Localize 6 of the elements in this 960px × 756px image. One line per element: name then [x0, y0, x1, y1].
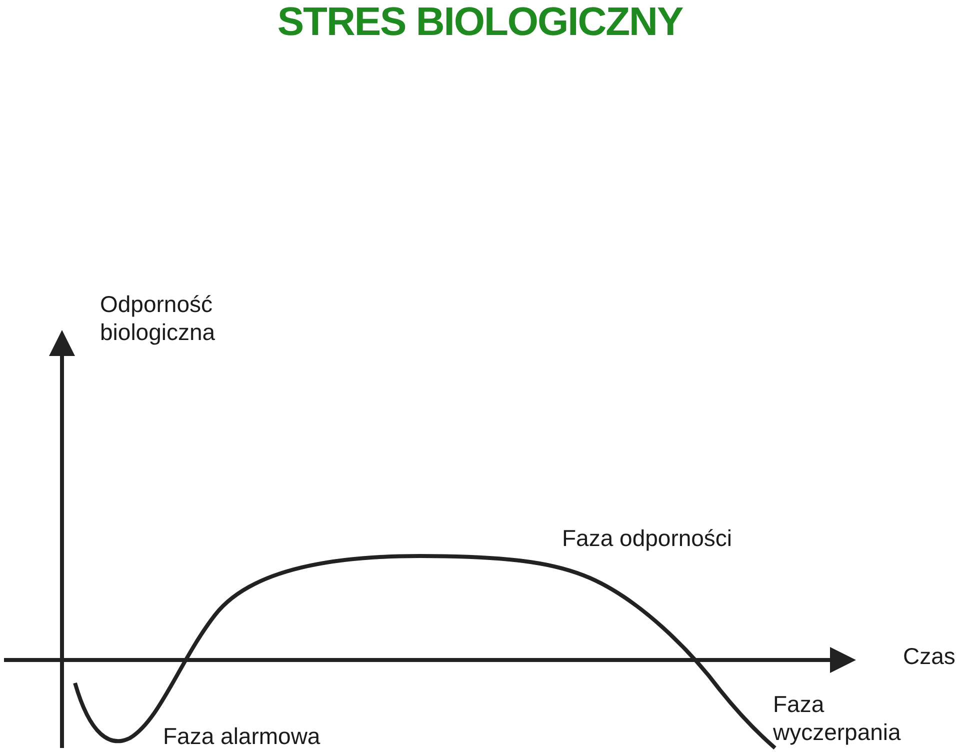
phase-label: Faza wyczerpania — [773, 690, 902, 746]
title: STRES BIOLOGICZNY — [276, 0, 684, 45]
phase-label: Faza odporności — [562, 524, 732, 552]
axis-label: Czas — [903, 642, 956, 670]
phase-label: Faza alarmowa — [163, 722, 320, 750]
axis-label: Odporność biologiczna — [100, 290, 216, 346]
